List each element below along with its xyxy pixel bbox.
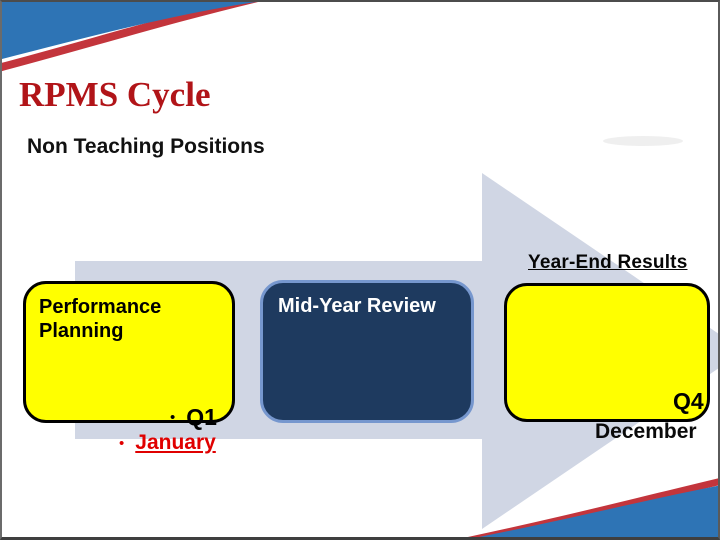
stage1-month-text: January xyxy=(135,431,216,454)
bullet-icon: • xyxy=(170,409,176,426)
slide-title: RPMS Cycle xyxy=(19,75,211,114)
stage3-month-text: December xyxy=(595,420,697,443)
stage-label: Performance Planning xyxy=(39,296,162,343)
stage-box-year-end-results xyxy=(504,283,710,422)
bottom-right-swoosh-graphic xyxy=(467,478,718,537)
top-left-swoosh-graphic xyxy=(2,2,259,72)
stage3-heading: Year-End Results xyxy=(528,252,688,273)
stage3-quarter-text: Q4 xyxy=(673,388,704,414)
stage-box-mid-year-review: Mid-Year Review xyxy=(260,280,474,423)
stage-label: Mid-Year Review xyxy=(278,295,436,317)
slide-subtitle: Non Teaching Positions xyxy=(27,135,265,158)
stage1-quarter-text: Q1 xyxy=(186,404,217,430)
stage-box-performance-planning: Performance Planning xyxy=(23,281,235,423)
stage1-quarter-bullet: • Q1 xyxy=(170,404,217,431)
faint-watermark xyxy=(603,136,683,146)
bullet-icon: • xyxy=(119,434,125,452)
stage1-month-bullet: • January xyxy=(119,431,216,455)
